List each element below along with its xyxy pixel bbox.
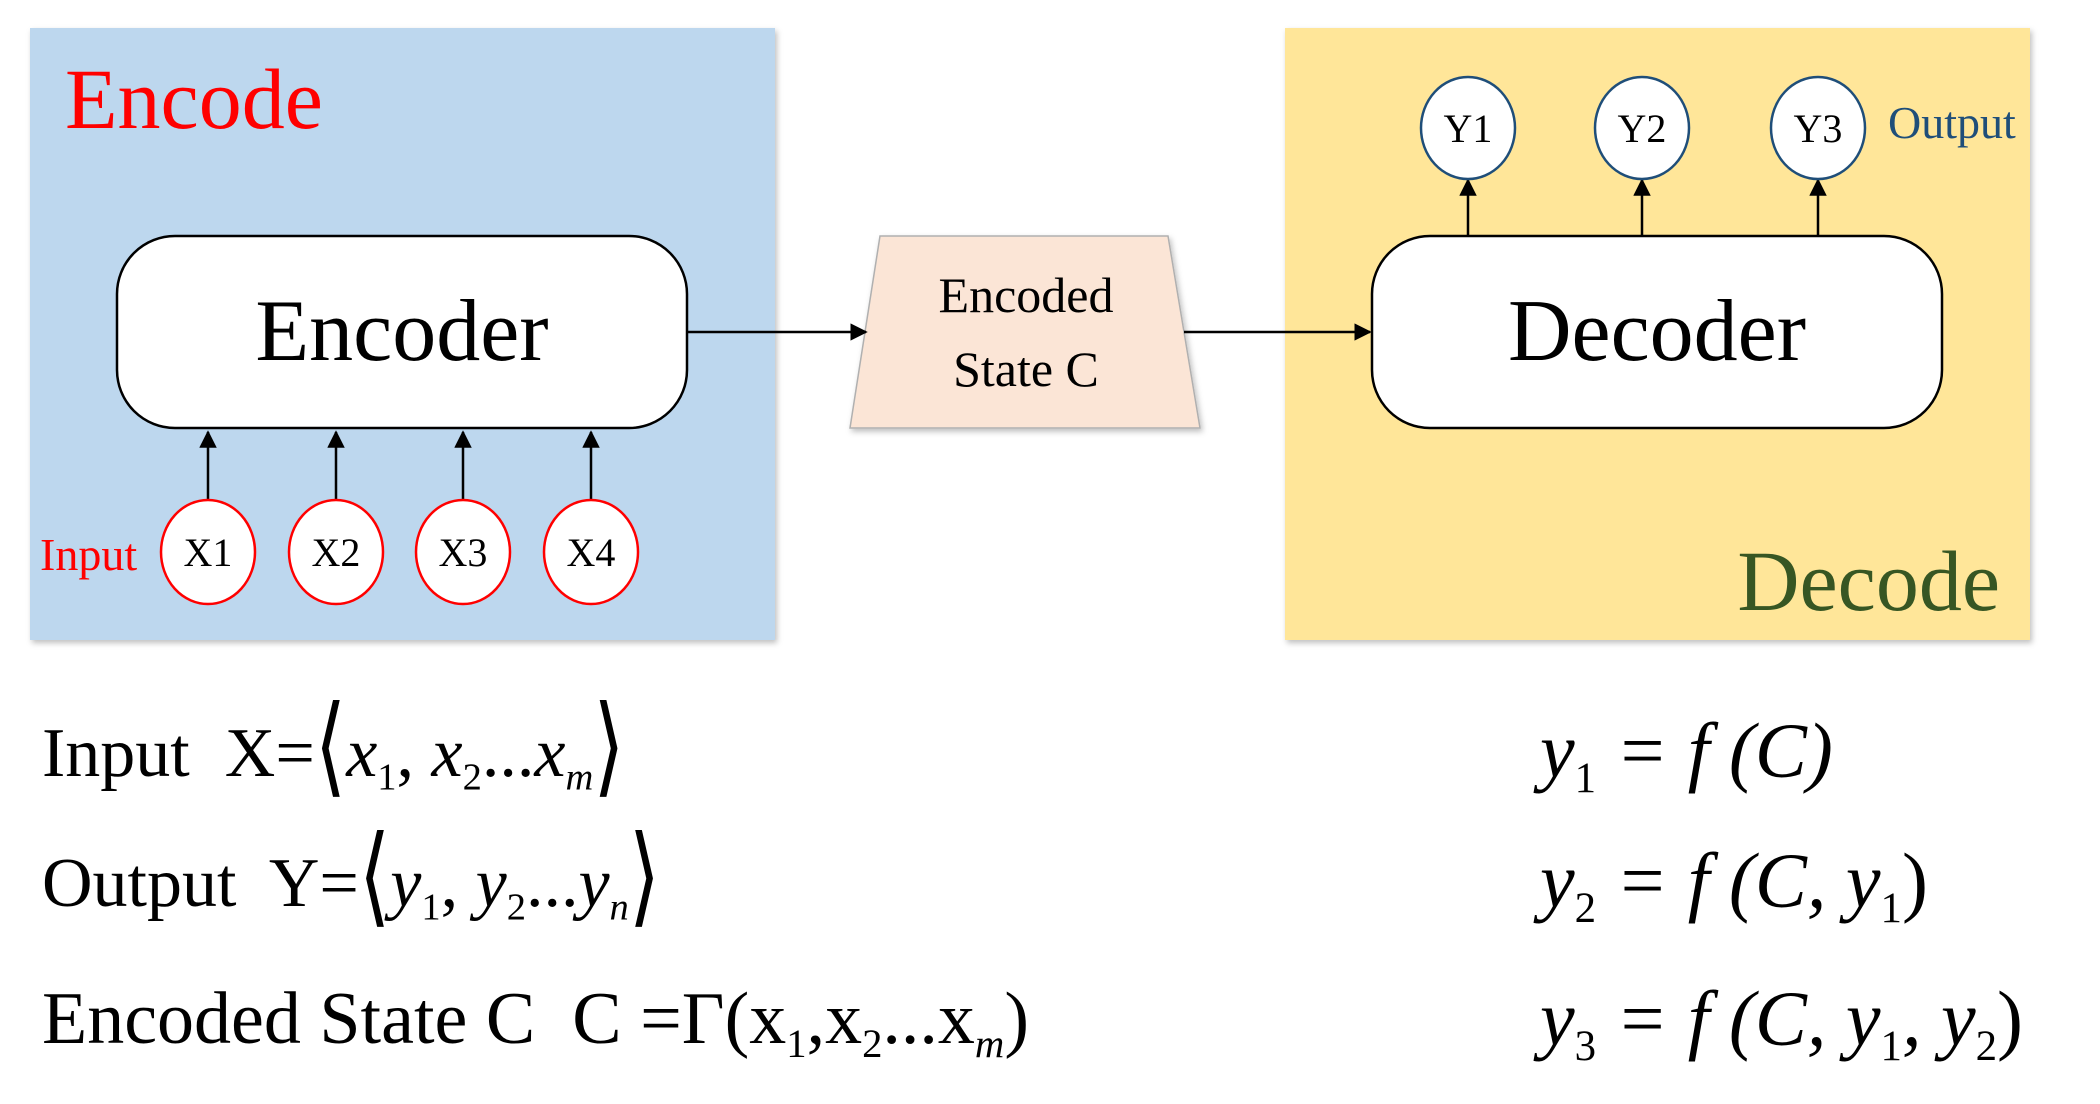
input-node-label: X1 — [184, 530, 233, 575]
encoder-label: Encoder — [255, 283, 548, 380]
output-node-label: Y1 — [1444, 106, 1493, 151]
formula-output: Output Y=⟨y1, y2...yn⟩ — [42, 816, 661, 937]
encoded-state-shape — [849, 235, 1201, 429]
formula-input-label: Input — [42, 715, 190, 792]
output-node-y3: Y3 — [1769, 75, 1867, 181]
output-node-y1: Y1 — [1419, 75, 1517, 181]
output-label: Output — [1888, 97, 2016, 148]
formula-state-label: Encoded State C — [42, 978, 536, 1060]
input-node-label: X3 — [439, 530, 488, 575]
input-node-x4: X4 — [542, 498, 640, 606]
formula-input: Input X=⟨x1, x2...xm⟩ — [42, 686, 625, 807]
decoder-box — [1370, 234, 1944, 430]
output-node-label: Y3 — [1794, 106, 1843, 151]
input-node-x2: X2 — [287, 498, 385, 606]
formula-state: Encoded State C C =Γ(x1,x2...xm) — [42, 978, 1029, 1067]
input-label: Input — [40, 529, 137, 580]
formula-output-lhs: Y= — [268, 845, 359, 922]
formula-y2: y2 = f (C, y1) — [1540, 837, 1928, 932]
decode-title: Decode — [1737, 533, 2000, 629]
output-node-label: Y2 — [1618, 106, 1667, 151]
formula-y1: y1 = f (C) — [1540, 707, 1833, 802]
encoded-state-line1: Encoded — [939, 267, 1114, 323]
input-node-x3: X3 — [414, 498, 512, 606]
input-node-label: X4 — [567, 530, 616, 575]
formula-output-label: Output — [42, 845, 237, 922]
encode-title: Encode — [65, 51, 323, 147]
formula-y3: y3 = f (C, y1, y2) — [1540, 975, 2024, 1070]
encoder-box — [115, 234, 689, 430]
input-node-label: X2 — [312, 530, 361, 575]
encoded-state-line2: State C — [953, 341, 1099, 397]
decoder-label: Decoder — [1508, 283, 1806, 380]
input-node-x1: X1 — [159, 498, 257, 606]
formula-input-lhs: X= — [224, 715, 315, 792]
output-node-y2: Y2 — [1593, 75, 1691, 181]
